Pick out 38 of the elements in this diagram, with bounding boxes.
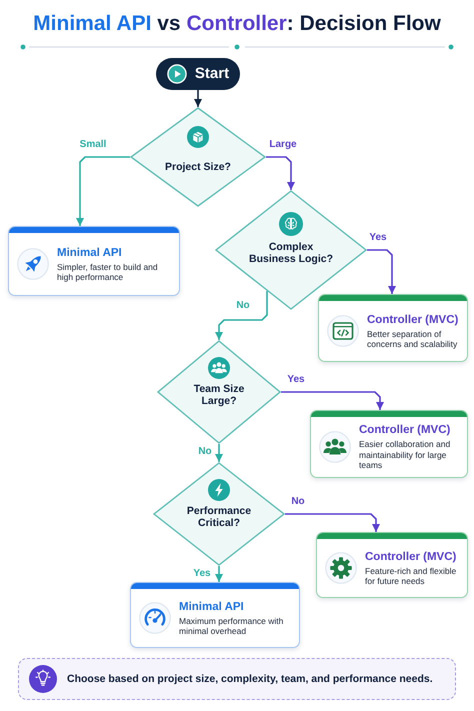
flow-arrow bbox=[215, 566, 223, 582]
flow-arrow bbox=[215, 291, 268, 340]
tip-text: Choose based on project size, complexity, team, and performance needs. bbox=[67, 672, 433, 686]
edge-label: Large bbox=[267, 139, 299, 151]
decision-label: Complex Business Logic? bbox=[248, 241, 334, 265]
card-description: Easier collaboration and maintainability for large teams bbox=[359, 439, 452, 471]
card-title: Minimal API bbox=[179, 600, 245, 614]
decision-diamond bbox=[215, 190, 367, 310]
decision-label: Performance Critical? bbox=[186, 505, 252, 529]
card-title: Controller (MVC) bbox=[367, 312, 460, 326]
result-card bbox=[130, 582, 300, 648]
decision-label: Team Size Large? bbox=[192, 383, 246, 407]
start-terminal bbox=[156, 58, 240, 90]
card-title: Controller (MVC) bbox=[359, 423, 452, 438]
flow-arrow bbox=[367, 249, 396, 294]
flow-arrow bbox=[281, 391, 384, 410]
card-title: Minimal API bbox=[57, 246, 123, 260]
flow-arrow bbox=[266, 156, 295, 190]
decision-diamond bbox=[130, 107, 266, 207]
card-description: Simpler, faster to build and high performance bbox=[57, 262, 159, 282]
flow-arrow bbox=[285, 513, 380, 532]
card-title: Controller (MVC) bbox=[365, 550, 458, 564]
card-description: Feature-rich and flexible for future needs bbox=[365, 566, 458, 586]
page-title: Minimal API vs Controller: Decision Flow bbox=[33, 11, 441, 37]
result-card bbox=[318, 294, 468, 362]
decision-diamond bbox=[153, 462, 285, 566]
flow-arrow bbox=[194, 90, 202, 107]
card-description: Maximum performance with minimal overhead bbox=[179, 616, 284, 636]
card-description: Better separation of concerns and scalability bbox=[367, 328, 458, 350]
result-card bbox=[310, 410, 468, 478]
result-card bbox=[8, 226, 180, 296]
decision-diamond bbox=[157, 340, 281, 444]
tip-banner bbox=[18, 658, 456, 700]
result-card bbox=[316, 532, 468, 598]
decision-label: Project Size? bbox=[164, 161, 232, 173]
start-label: Start bbox=[194, 65, 230, 83]
flow-arrow bbox=[76, 156, 130, 226]
flow-arrow bbox=[215, 444, 223, 462]
